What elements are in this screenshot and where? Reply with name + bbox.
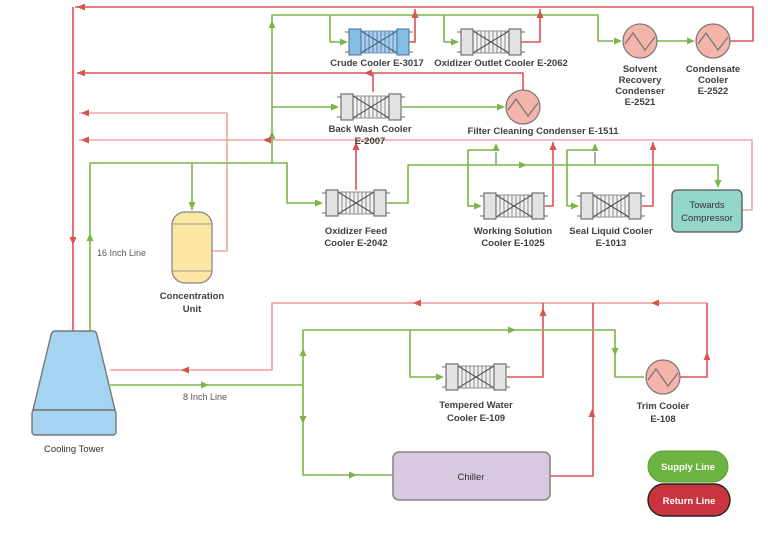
tempered-water-cooler-label-2: Cooler E-109 bbox=[447, 413, 505, 424]
pipe-supply-top-riser bbox=[271, 14, 613, 163]
working-solution-cooler-label-1: Working Solution bbox=[474, 226, 553, 237]
back-wash-cooler-label-1: Back Wash Cooler bbox=[328, 124, 411, 135]
pipe-supply-crude-cooler bbox=[329, 15, 340, 43]
working-solution-cooler-node: Working Solution Cooler E-1025 bbox=[474, 192, 553, 249]
trim-cooler-node: Trim Cooler E-108 bbox=[637, 359, 690, 425]
tempered-water-cooler-node: Tempered Water Cooler E-109 bbox=[439, 363, 513, 424]
trim-cooler-label-2: E-108 bbox=[650, 414, 675, 425]
chiller-box bbox=[392, 451, 551, 501]
oxidizer-outlet-cooler-label: Oxidizer Outlet Cooler E-2062 bbox=[434, 58, 568, 69]
pipe-supply-chiller bbox=[302, 330, 393, 476]
bypass-ticks bbox=[495, 152, 596, 164]
oxidizer-feed-cooler-node: Oxidizer Feed Cooler E-2042 bbox=[321, 189, 391, 249]
concentration-unit-label-1: Concentration bbox=[160, 291, 225, 302]
crude-cooler-node: Crude Cooler E-3017 bbox=[330, 28, 424, 69]
solvent-recovery-label-2: Recovery bbox=[619, 75, 662, 86]
heat-exchanger-icon bbox=[456, 28, 526, 56]
seal-liquid-cooler-label-1: Seal Liquid Cooler bbox=[569, 226, 653, 237]
oxidizer-feed-cooler-label-2: Cooler E-2042 bbox=[324, 238, 387, 249]
towards-compressor-box bbox=[671, 189, 743, 233]
tempered-water-cooler-label-1: Tempered Water bbox=[439, 400, 513, 411]
pipe-return-header-73 bbox=[77, 72, 524, 90]
heat-exchanger-icon bbox=[321, 189, 391, 217]
legend-return-pill bbox=[647, 483, 731, 517]
condenser-icon bbox=[695, 23, 731, 59]
solvent-recovery-label-4: E-2521 bbox=[625, 97, 656, 108]
pipe-supply-seal-liquid bbox=[566, 149, 595, 207]
condensate-cooler-label-3: E-2522 bbox=[698, 86, 729, 97]
crude-cooler-label: Crude Cooler E-3017 bbox=[330, 58, 423, 69]
condensate-cooler-label-2: Cooler bbox=[698, 75, 728, 86]
filter-cleaning-condenser-node: Filter Cleaning Condenser E-1511 bbox=[468, 89, 620, 137]
cooling-tower-label: Cooling Tower bbox=[44, 444, 104, 455]
concentration-unit-node: Concentration Unit bbox=[160, 211, 225, 315]
seal-liquid-cooler-label-2: E-1013 bbox=[596, 238, 627, 249]
chiller-node: Chiller bbox=[392, 451, 551, 501]
solvent-recovery-label-1: Solvent bbox=[623, 64, 658, 75]
heat-exchanger-icon bbox=[441, 363, 511, 391]
vessel-icon bbox=[171, 211, 213, 284]
working-solution-cooler-label-2: Cooler E-1025 bbox=[481, 238, 545, 249]
heat-exchanger-icon bbox=[344, 28, 414, 56]
heat-exchanger-icon bbox=[336, 93, 406, 121]
solvent-recovery-label-3: Condenser bbox=[615, 86, 665, 97]
seal-liquid-cooler-node: Seal Liquid Cooler E-1013 bbox=[569, 192, 653, 249]
solvent-recovery-condenser-node: Solvent Recovery Condenser E-2521 bbox=[615, 23, 665, 108]
pipe-supply-oxidizer-outlet bbox=[443, 15, 451, 43]
cooling-tower-icon bbox=[32, 330, 116, 411]
sixteen-inch-line-label: 16 Inch Line bbox=[97, 248, 146, 258]
legend-supply-pill bbox=[647, 450, 729, 483]
pipe-return-working-solution bbox=[545, 142, 554, 207]
pipe-return-header-bottom bbox=[110, 302, 707, 371]
concentration-unit-label-2: Unit bbox=[183, 304, 202, 315]
condenser-icon bbox=[645, 359, 681, 395]
pipe-return-seal-liquid bbox=[642, 142, 654, 207]
condensate-cooler-node: Condensate Cooler E-2522 bbox=[686, 23, 740, 97]
condenser-icon bbox=[505, 89, 541, 125]
towards-compressor-node: Towards Compressor bbox=[671, 189, 743, 233]
pipe-supply-mid-header bbox=[387, 164, 719, 204]
eight-inch-line-label: 8 Inch Line bbox=[183, 392, 227, 402]
oxidizer-outlet-cooler-node: Oxidizer Outlet Cooler E-2062 bbox=[434, 28, 568, 69]
condensate-cooler-label-1: Condensate bbox=[686, 64, 740, 75]
legend-return-label: Return Line bbox=[663, 496, 716, 507]
pipe-return-concentration-unit bbox=[79, 112, 228, 252]
towards-compressor-label-1: Towards bbox=[689, 200, 725, 211]
pipe-supply-working-solution bbox=[467, 149, 496, 207]
back-wash-cooler-node: Back Wash Cooler E-2007 bbox=[328, 93, 412, 147]
legend: Supply Line Return Line bbox=[647, 450, 731, 517]
pipe-return-chiller bbox=[550, 303, 594, 477]
pipe-supply-16-inch bbox=[89, 162, 315, 331]
return-flow-arrows bbox=[69, 3, 711, 417]
cooling-tower-node: Cooling Tower bbox=[31, 330, 117, 455]
chiller-label: Chiller bbox=[458, 472, 485, 483]
heat-exchanger-icon bbox=[479, 192, 549, 220]
pipe-supply-tempered-water bbox=[409, 330, 436, 378]
towards-compressor-label-2: Compressor bbox=[681, 213, 733, 224]
condenser-icon bbox=[622, 23, 658, 59]
filter-cleaning-condenser-label: Filter Cleaning Condenser E-1511 bbox=[468, 126, 620, 137]
back-wash-cooler-label-2: E-2007 bbox=[355, 136, 386, 147]
legend-supply-label: Supply Line bbox=[661, 462, 715, 473]
pipe-return-oxidizer-outlet bbox=[517, 9, 541, 43]
trim-cooler-label-1: Trim Cooler bbox=[637, 401, 690, 412]
heat-exchanger-icon bbox=[576, 192, 646, 220]
pipe-return-top-header bbox=[75, 6, 754, 42]
oxidizer-feed-cooler-label-1: Oxidizer Feed bbox=[325, 226, 387, 237]
pipe-return-header-140 bbox=[79, 139, 753, 211]
pipe-return-trim-cooler bbox=[680, 303, 708, 378]
pipe-return-tempered-water bbox=[507, 303, 544, 378]
